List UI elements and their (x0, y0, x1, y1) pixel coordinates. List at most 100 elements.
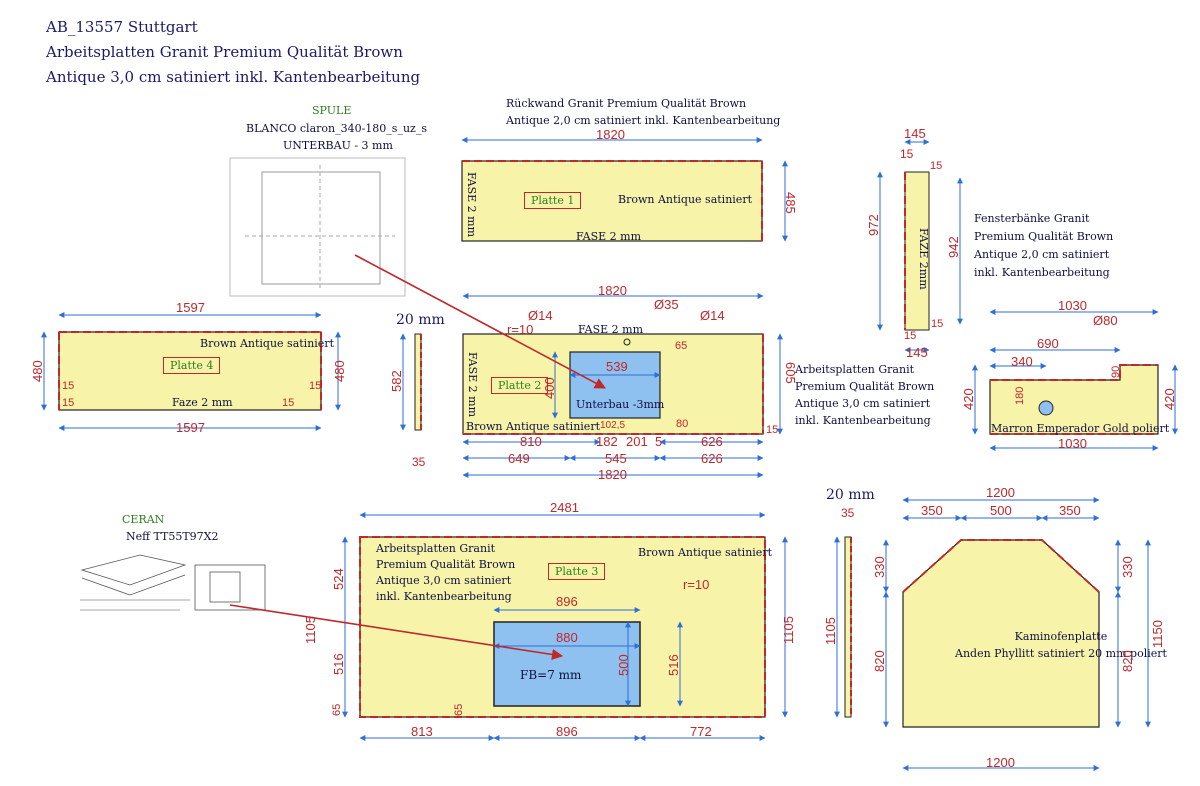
kamin-width-bottom: 1200 (986, 755, 1015, 770)
rueckwand-line-1: Rückwand Granit Premium Qualität Brown (506, 97, 747, 110)
platte2-s65: 65 (675, 340, 688, 352)
edge20b-width: 35 (841, 506, 855, 520)
platte3-height-right: 1105 (781, 616, 796, 644)
platte3-note-line-2: Premium Qualität Brown (376, 558, 516, 571)
platte2-d5: 5 (655, 434, 663, 449)
edge20a-height: 582 (389, 370, 404, 392)
header-line-3: Antique 3,0 cm satiniert inkl. Kantenbea… (46, 68, 421, 86)
kamin-width-top: 1200 (986, 485, 1015, 500)
platte3-h524: 524 (331, 568, 346, 590)
marron-width-top: 1030 (1058, 298, 1087, 313)
fenster-line-4: inkl. Kantenbearbeitung (974, 266, 1110, 279)
ceran-model: Neff TT55T97X2 (126, 530, 219, 543)
platte2-d626a: 626 (701, 434, 723, 449)
spule-mount: UNTERBAU - 3 mm (283, 139, 393, 152)
header-line-1: AB_13557 Stuttgart (46, 18, 198, 36)
fenster-line-1: Fensterbänke Granit (974, 212, 1090, 225)
sill-height: 972 (866, 214, 881, 236)
kamin-line-2: Anden Phyllitt satiniert 20 mm poliert (955, 647, 1167, 660)
ceran-arrow (229, 604, 564, 661)
platte3-radius: r=10 (683, 577, 710, 592)
platte3-width: 2481 (550, 500, 579, 515)
sill-fase: FAZE 2mm (917, 228, 930, 290)
platte2-fase-left: FASE 2 mm (466, 352, 479, 418)
platte2-height: 605 (783, 362, 798, 384)
platte4-s1: 15 (62, 380, 75, 392)
rueckwand-line-2: Antique 2,0 cm satiniert inkl. Kantenbea… (506, 114, 781, 127)
platte2-d201: 201 (626, 434, 648, 449)
platte4-height-left: 480 (30, 360, 45, 382)
edge20a-width: 35 (412, 455, 426, 469)
platte3-d896: 896 (556, 724, 578, 739)
platte2-d810: 810 (520, 434, 542, 449)
platte4-finish: Brown Antique satiniert (200, 337, 334, 350)
platte1-fase-left: FASE 2 mm (465, 172, 478, 238)
marron-d690: 690 (1037, 336, 1059, 351)
platte2-d626b: 626 (701, 451, 723, 466)
platte1-finish: Brown Antique satiniert (618, 193, 752, 206)
platte4-label: Platte 4 (163, 357, 221, 374)
cutout-width-top: 896 (556, 594, 578, 609)
marron-d180: 180 (1014, 386, 1026, 405)
cutout-height: 500 (616, 654, 631, 676)
sill-bottom: 145 (906, 345, 928, 360)
platte2-note-line-1: Arbeitsplatten Granit (795, 363, 915, 376)
platte3-h65b: 65 (453, 703, 465, 716)
marron-height-right: 420 (1162, 388, 1177, 410)
fenster-line-3: Antique 2,0 cm satiniert (974, 248, 1110, 261)
kamin-d350a: 350 (921, 503, 943, 518)
sink-height: 400 (542, 377, 557, 399)
ceran-sketch (80, 554, 266, 611)
platte1-width: 1820 (596, 127, 625, 142)
platte2-d545: 545 (605, 451, 627, 466)
kamin-d350b: 350 (1059, 503, 1081, 518)
platte4-s2: 15 (62, 397, 75, 409)
platte1-height: 485 (783, 192, 798, 214)
platte2-note-line-4: inkl. Kantenbearbeitung (795, 414, 931, 427)
platte2-total: 1820 (598, 467, 627, 482)
sill-small: 15 (900, 147, 914, 161)
platte4-s4: 15 (282, 397, 295, 409)
cutout-label: FB=7 mm (520, 668, 582, 682)
platte3-finish: Brown Antique satiniert (638, 546, 772, 559)
cutout-width-inner: 880 (556, 630, 578, 645)
sink-width: 539 (606, 359, 628, 374)
platte3-d772: 772 (690, 724, 712, 739)
platte3-note-line-4: inkl. Kantenbearbeitung (376, 590, 512, 603)
platte3-note-line-3: Antique 3,0 cm satiniert (376, 574, 512, 587)
edge20b-strip (834, 536, 852, 718)
kamin-d330b: 330 (1120, 556, 1135, 578)
spule-model: BLANCO claron_340-180_s_uz_s (246, 122, 427, 135)
platte2-d14b: Ø14 (700, 308, 725, 323)
marron-slab (972, 309, 1178, 451)
platte4-s3: 15 (309, 380, 322, 392)
spule-title: SPULE (312, 104, 352, 117)
header-line-2: Arbeitsplatten Granit Premium Qualität B… (46, 43, 403, 61)
cutout-height-2: 516 (666, 654, 681, 676)
platte2-d182: 182 (596, 434, 618, 449)
platte3-h516: 516 (331, 653, 346, 675)
kamin-d1150: 1150 (1150, 620, 1165, 648)
platte3-d813: 813 (411, 724, 433, 739)
sink-label: Unterbau -3mm (576, 398, 665, 411)
marron-height-left: 420 (961, 388, 976, 410)
sill-bottom-small: 15 (904, 330, 917, 342)
platte2-width: 1820 (598, 283, 627, 298)
platte4-width-top: 1597 (176, 300, 205, 315)
fenster-note: Fensterbänke Granit Premium Qualität Bro… (974, 210, 1113, 282)
platte1-label: Platte 1 (524, 192, 582, 209)
sill-height-2: 942 (946, 236, 961, 258)
kamin-slab (883, 497, 1151, 771)
kamin-note: Kaminofenplatte Anden Phyllitt satiniert… (955, 628, 1167, 662)
platte2-fase-top: FASE 2 mm (578, 323, 644, 336)
marron-d340: 340 (1011, 354, 1033, 369)
marron-width-bottom: 1030 (1058, 436, 1087, 451)
platte1-fase-bottom: FASE 2 mm (576, 230, 642, 243)
platte2-finish: Brown Antique satiniert (466, 420, 600, 433)
platte2-note-line-2: Premium Qualität Brown (795, 380, 935, 393)
kamin-d820b: 820 (1120, 650, 1135, 672)
ceran-title: CERAN (122, 513, 165, 526)
kamin-d500: 500 (990, 503, 1012, 518)
marron-d90: 90 (1110, 365, 1122, 378)
platte2-note-line-3: Antique 3,0 cm satiniert (795, 397, 931, 410)
